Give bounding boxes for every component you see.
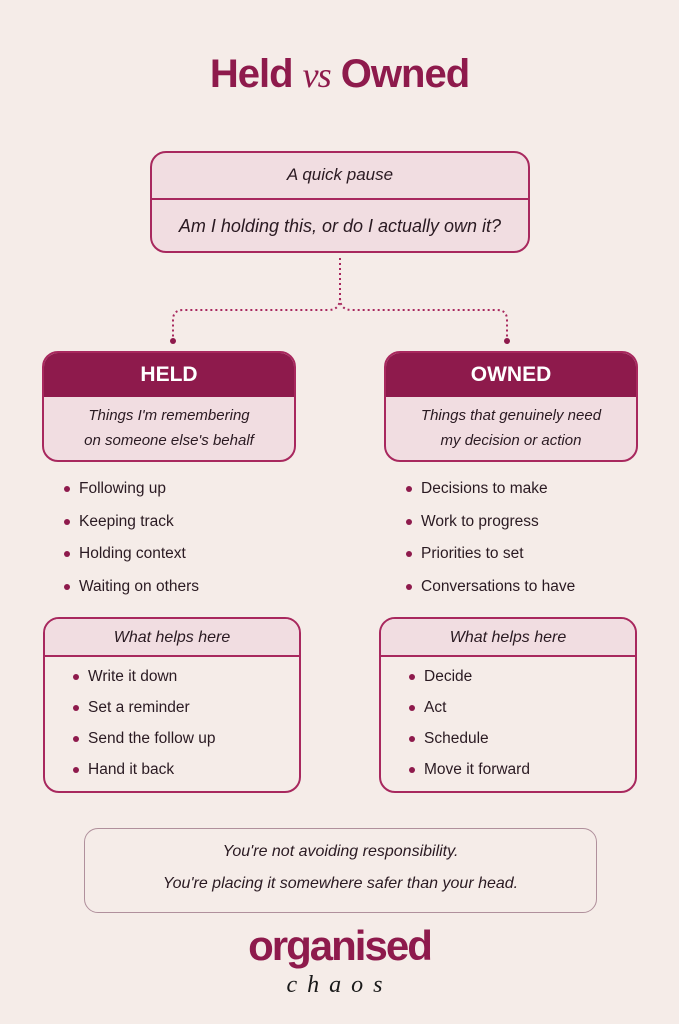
list-item: Waiting on others: [64, 577, 199, 610]
footer-line-2: You're placing it somewhere safer than y…: [162, 875, 519, 892]
prompt-question: Am I holding this, or do I actually own …: [178, 216, 502, 236]
list-item: Conversations to have: [406, 577, 575, 610]
held-description: on someone else's behalf: [84, 432, 254, 449]
held-label: HELD: [44, 353, 294, 397]
list-item: Send the follow up: [73, 729, 216, 760]
connector-lines: [170, 258, 510, 344]
title-owned: Owned: [340, 52, 470, 96]
list-item: Holding context: [64, 544, 199, 577]
held-card: HELD Things I'm remembering on someone el…: [42, 351, 296, 462]
logo-word-organised: organised: [248, 922, 433, 969]
owned-items: Decisions to make Work to progress Prior…: [406, 479, 575, 609]
list-item: Decisions to make: [406, 479, 575, 512]
list-item: Set a reminder: [73, 698, 216, 729]
list-item: Decide: [409, 667, 530, 698]
list-item: Act: [409, 698, 530, 729]
title-held: Held: [209, 52, 294, 96]
prompt-box: A quick pause Am I holding this, or do I…: [150, 151, 530, 253]
held-items: Following up Keeping track Holding conte…: [64, 479, 199, 609]
owned-label: OWNED: [386, 353, 636, 397]
owned-helps-list: Decide Act Schedule Move it forward: [409, 667, 530, 791]
owned-description: my decision or action: [440, 432, 582, 449]
list-item: Schedule: [409, 729, 530, 760]
logo-word-chaos: chaos: [286, 972, 393, 998]
held-helps-list: Write it down Set a reminder Send the fo…: [73, 667, 216, 791]
owned-helps-box: What helps here Decide Act Schedule Move…: [379, 617, 637, 793]
owned-card: OWNED Things that genuinely need my decis…: [384, 351, 638, 462]
list-item: Keeping track: [64, 512, 199, 545]
list-item: Move it forward: [409, 760, 530, 791]
held-helps-box: What helps here Write it down Set a remi…: [43, 617, 301, 793]
list-item: Hand it back: [73, 760, 216, 791]
title-vs: vs: [302, 55, 332, 95]
list-item: Following up: [64, 479, 199, 512]
footer-line-1: You're not avoiding responsibility.: [222, 843, 459, 860]
list-item: Work to progress: [406, 512, 575, 545]
held-helps-title: What helps here: [45, 619, 299, 657]
list-item: Write it down: [73, 667, 216, 698]
owned-helps-title: What helps here: [381, 619, 635, 657]
footer-note: You're not avoiding responsibility. You'…: [84, 828, 597, 913]
logo: organised chaos: [0, 922, 679, 1000]
owned-description: Things that genuinely need: [420, 407, 602, 424]
prompt-heading: A quick pause: [152, 153, 528, 200]
page-title: Held vs Owned: [0, 52, 679, 97]
list-item: Priorities to set: [406, 544, 575, 577]
held-description: Things I'm remembering: [88, 407, 250, 424]
